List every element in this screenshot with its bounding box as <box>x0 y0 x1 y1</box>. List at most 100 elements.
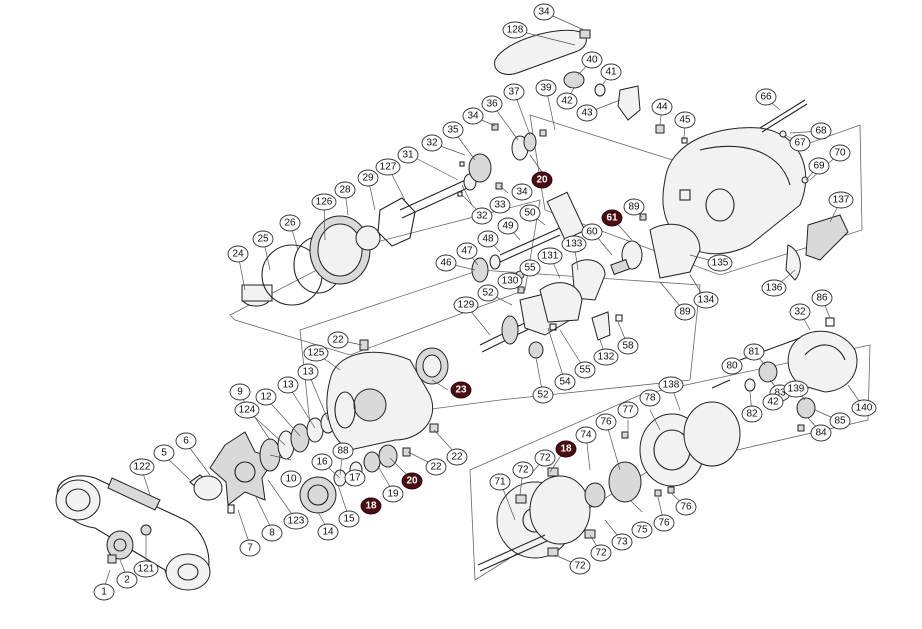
callout-bubble <box>674 111 696 129</box>
callout-layer: 1212112256781239101241213131252223222220… <box>93 3 877 601</box>
callout-number: 69 <box>813 161 825 172</box>
callout-bubble <box>674 303 696 321</box>
callout-number: 45 <box>679 115 691 126</box>
callout-bubble <box>783 380 809 398</box>
callout-number: 34 <box>516 187 528 198</box>
callout-number: 58 <box>622 341 634 352</box>
callout-bubble <box>481 95 503 113</box>
callout-72: 72 <box>569 557 591 575</box>
callout-bubble <box>446 448 468 466</box>
callout-13: 13 <box>297 363 319 381</box>
callout-bubble <box>534 449 556 467</box>
callout-number: 43 <box>581 108 593 119</box>
callout-12: 12 <box>255 388 277 406</box>
callout-number: 42 <box>561 96 573 107</box>
callout-number: 31 <box>402 150 414 161</box>
callout-bubble <box>477 230 499 248</box>
callout-71: 71 <box>489 473 511 491</box>
callout-bubble <box>829 412 851 430</box>
callout-bubble <box>762 393 784 411</box>
callout-bubble <box>639 389 661 407</box>
callout-78: 78 <box>639 389 661 407</box>
callout-67: 67 <box>789 134 811 152</box>
callout-bubble <box>511 183 533 201</box>
callout-number: 5 <box>161 448 167 459</box>
callout-55: 55 <box>519 259 541 277</box>
callout-129: 129 <box>453 296 479 314</box>
callout-127: 127 <box>375 158 401 176</box>
callout-132: 132 <box>593 348 619 366</box>
callout-bubble <box>569 557 591 575</box>
callout-number: 39 <box>540 83 552 94</box>
callout-bubble <box>229 383 251 401</box>
callout-46: 46 <box>435 254 457 272</box>
callout-number: 34 <box>538 7 550 18</box>
callout-number: 19 <box>387 489 399 500</box>
callout-number: 10 <box>285 474 297 485</box>
callout-number: 9 <box>237 387 243 398</box>
callout-number: 89 <box>628 202 640 213</box>
callout-19: 19 <box>382 485 404 503</box>
callout-bubble <box>675 498 697 516</box>
callout-bubble <box>297 363 319 381</box>
callout-48: 48 <box>477 230 499 248</box>
callout-133: 133 <box>561 235 587 253</box>
callout-125: 125 <box>303 344 329 362</box>
spool-assembly <box>477 401 741 572</box>
callout-1: 1 <box>93 583 115 601</box>
callout-number: 81 <box>748 347 760 358</box>
callout-number: 76 <box>658 518 670 529</box>
callout-number: 6 <box>183 436 189 447</box>
callout-137: 137 <box>828 191 854 209</box>
callout-26: 26 <box>279 214 301 232</box>
callout-124: 124 <box>234 401 260 419</box>
callout-34: 34 <box>533 3 555 21</box>
callout-number: 32 <box>426 138 438 149</box>
callout-bubble <box>743 343 765 361</box>
callout-number: 60 <box>586 227 598 238</box>
side-plate <box>326 339 449 451</box>
callout-number: 61 <box>606 213 618 224</box>
callout-bubble <box>239 539 261 557</box>
callout-76: 76 <box>595 413 617 431</box>
callout-34: 34 <box>462 107 484 125</box>
callout-number: 2 <box>124 575 130 586</box>
callout-bubble <box>252 230 274 248</box>
callout-number: 76 <box>600 417 612 428</box>
callout-16: 16 <box>311 453 333 471</box>
callout-bubble <box>133 560 159 578</box>
callout-number: 76 <box>680 502 692 513</box>
callout-7: 7 <box>239 539 261 557</box>
callout-number: 132 <box>598 352 615 363</box>
frame-gear-group <box>229 199 541 356</box>
callout-49: 49 <box>497 217 519 235</box>
callout-bubble <box>631 521 653 539</box>
callout-bubble <box>401 472 423 490</box>
callout-number: 122 <box>134 462 151 473</box>
callout-bubble <box>593 348 619 366</box>
callout-number: 125 <box>308 348 325 359</box>
callout-number: 32 <box>476 211 488 222</box>
callout-bubble <box>535 79 557 97</box>
callout-number: 133 <box>566 239 583 250</box>
callout-bubble <box>382 485 404 503</box>
callout-number: 14 <box>322 527 334 538</box>
callout-34: 34 <box>511 183 533 201</box>
callout-72: 72 <box>590 544 612 562</box>
callout-number: 18 <box>365 501 377 512</box>
callout-number: 50 <box>524 208 536 219</box>
callout-bubble <box>421 134 443 152</box>
callout-number: 54 <box>559 377 571 388</box>
callout-number: 37 <box>508 87 520 98</box>
callout-bubble <box>311 193 337 211</box>
callout-bubble <box>375 158 401 176</box>
callout-number: 52 <box>482 288 494 299</box>
callout-number: 139 <box>788 384 805 395</box>
callout-number: 123 <box>288 516 305 527</box>
callout-bubble <box>153 444 175 462</box>
callout-54: 54 <box>554 373 576 391</box>
callout-bubble <box>617 401 639 419</box>
callout-bubble <box>512 461 534 479</box>
callout-bubble <box>789 134 811 152</box>
